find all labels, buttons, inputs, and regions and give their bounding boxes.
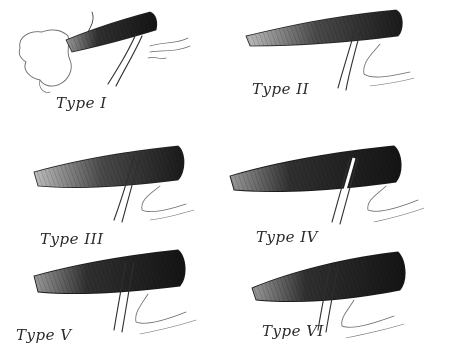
- panel-type-3: Type III: [34, 146, 194, 248]
- label-type-1: Type I: [56, 94, 107, 112]
- bone-outline: [19, 30, 71, 86]
- label-type-2: Type II: [252, 80, 310, 98]
- panel-type-1: Type I: [19, 12, 190, 112]
- label-type-3: Type III: [40, 230, 104, 248]
- label-type-6: Type VI: [262, 322, 325, 340]
- panel-type-6: Type VI: [252, 252, 405, 340]
- panel-type-4: Type IV: [230, 146, 424, 246]
- panel-type-5: Type V: [16, 250, 196, 344]
- label-type-5: Type V: [16, 326, 73, 344]
- panel-type-2: Type II: [246, 10, 414, 98]
- label-type-4: Type IV: [256, 228, 320, 246]
